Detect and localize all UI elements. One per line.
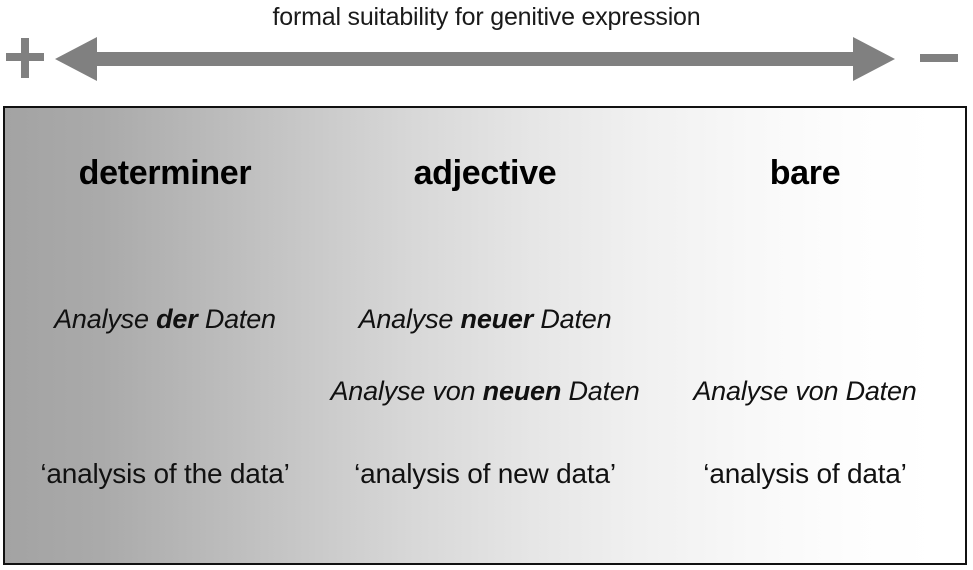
phrase-prefix: Analyse von Daten [693,376,917,406]
example-phrase: Analyse neuer Daten [359,304,612,334]
gloss-bare: ‘analysis of data’ [703,458,907,489]
genitive-forms-panel: determiner adjective bare Analyse der Da… [3,106,967,565]
example-phrase: Analyse von Daten [693,376,916,406]
gloss-row: ‘analysis of the data’ ‘analysis of new … [5,452,965,496]
column-header-bare: bare [769,154,841,192]
gloss-determiner: ‘analysis of the data’ [40,458,290,489]
phrase-suffix: Daten [533,304,612,334]
phrase-prefix: Analyse [358,304,461,334]
example-phrase: Analyse der Daten [54,304,276,334]
column-header-determiner: determiner [78,154,252,192]
example-cell-adjective: Analyse neuer Daten [325,298,645,340]
example-cell-determiner [5,370,325,412]
example-cell-bare: Analyse von Daten [645,370,965,412]
example-cell-adjective: Analyse von neuen Daten [325,370,645,412]
column-header-adjective: adjective [413,154,557,192]
phrase-prefix: Analyse von [330,376,483,406]
example-row: Analyse von neuen Daten Analyse von Date… [5,370,965,412]
scale-caption: formal suitability for genitive expressi… [272,3,701,31]
example-cell-determiner: Analyse der Daten [5,298,325,340]
example-cell-bare [645,298,965,340]
plus-icon [6,38,44,78]
phrase-prefix: Analyse [54,304,157,334]
gloss-adjective: ‘analysis of new data’ [354,458,616,489]
phrase-emphasis: neuer [460,304,534,334]
phrase-suffix: Daten [197,304,276,334]
phrase-emphasis: neuen [482,376,562,406]
phrase-suffix: Daten [561,376,640,406]
suitability-scale: formal suitability for genitive expressi… [0,0,973,105]
column-header-row: determiner adjective bare [5,148,965,198]
minus-icon [920,54,958,62]
phrase-emphasis: der [156,304,198,334]
example-row: Analyse der Daten Analyse neuer Daten [5,298,965,340]
double-headed-arrow-icon [55,37,895,81]
example-phrase: Analyse von neuen Daten [330,376,639,406]
